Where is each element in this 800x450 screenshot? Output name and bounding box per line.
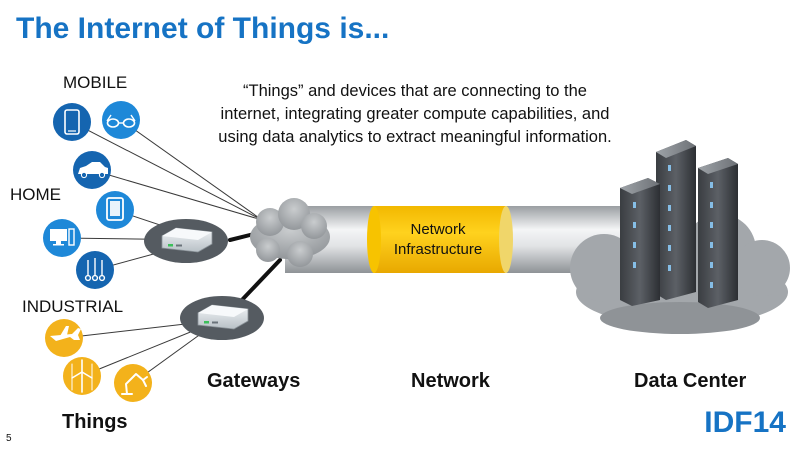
gateway-device-home-icon <box>144 219 228 263</box>
network-infrastructure-band <box>367 206 513 273</box>
label-gateways: Gateways <box>207 370 301 392</box>
page-title: The Internet of Things is... <box>16 12 390 45</box>
group-label-mobile: MOBILE <box>63 73 128 92</box>
description-text: “Things” and devices that are connecting… <box>218 82 612 146</box>
glasses-icon <box>102 101 140 139</box>
label-network: Network <box>411 370 490 392</box>
server-towers-icon <box>620 140 738 308</box>
thermometer-icon <box>76 251 114 289</box>
desktop-icon <box>43 219 81 257</box>
brand-logo: IDF14 <box>704 406 786 439</box>
tablet-icon <box>96 191 134 229</box>
car-icon <box>73 151 111 189</box>
robot-arm-icon <box>114 364 152 402</box>
wind-turbine-icon <box>63 357 101 395</box>
airplane-icon <box>45 319 83 357</box>
gateway-device-industrial-icon <box>180 296 264 340</box>
gateway-cloud <box>250 198 330 267</box>
label-data-center: Data Center <box>634 370 747 392</box>
network-infrastructure-label: Network Infrastructure <box>393 221 483 258</box>
phone-icon <box>53 103 91 141</box>
group-label-home: HOME <box>10 185 61 204</box>
page-number: 5 <box>6 433 12 444</box>
group-label-industrial: INDUSTRIAL <box>22 297 124 316</box>
label-things: Things <box>62 411 128 433</box>
